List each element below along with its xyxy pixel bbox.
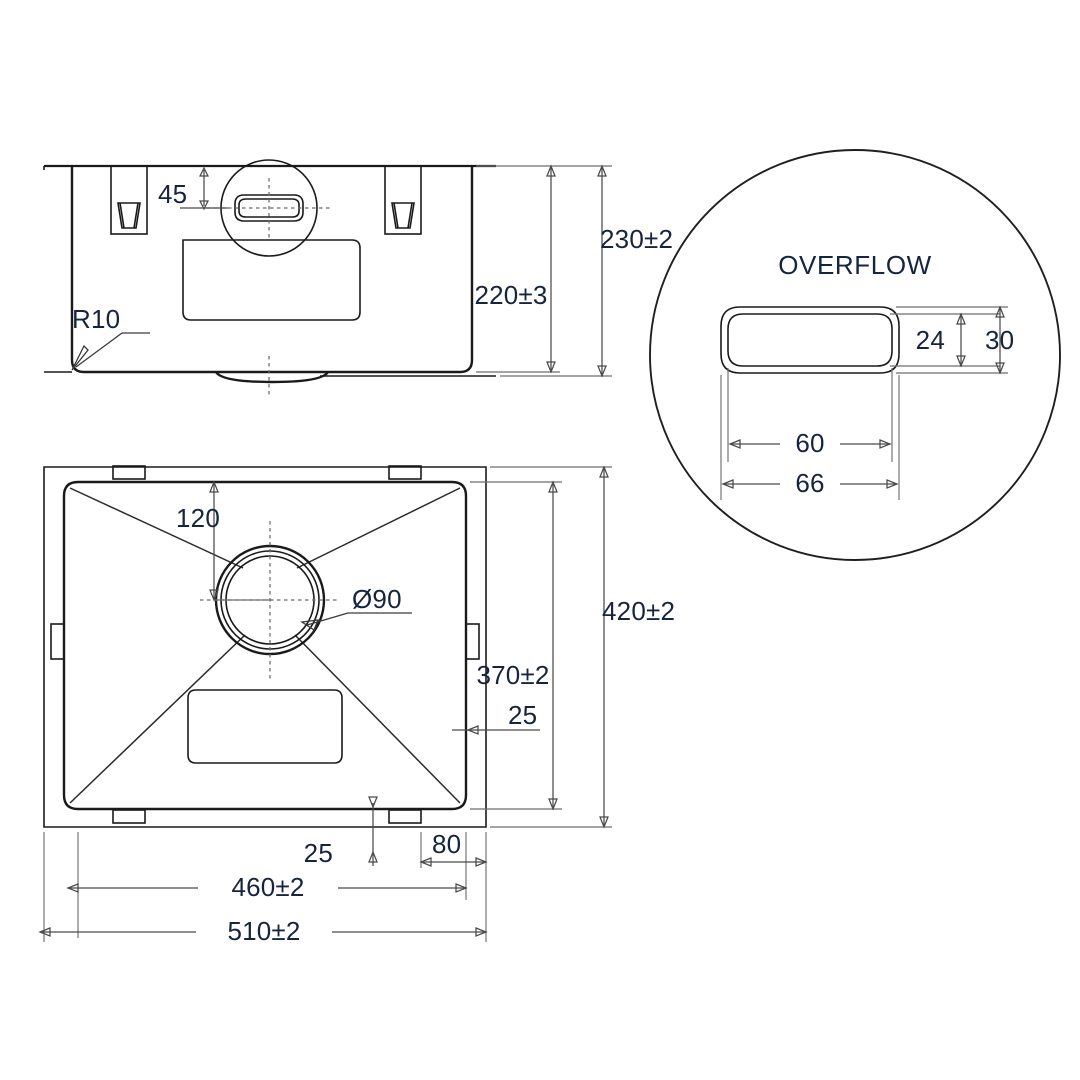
dim-overflow-from-top: 45: [158, 166, 228, 211]
plan-recess-panel: [187, 689, 343, 764]
overflow-detail-circle: [649, 149, 1061, 561]
dim-370-label: 370±2: [476, 660, 549, 690]
dim-bowl-depth-inner: 220±3: [474, 164, 556, 374]
front-elevation-view: 45 R10 220±3 230±2: [43, 159, 673, 398]
overflow-slot-inner: [727, 313, 893, 367]
dim-rim-offset-bottom: 25: [304, 796, 378, 868]
plan-clip-bottom-right: [388, 809, 422, 824]
dim-overflow-inner-width: 60: [728, 428, 892, 460]
dim-clip-offset: 80: [419, 829, 488, 867]
dim-120-label: 120: [176, 503, 220, 533]
dim-overall-height: 420±2: [599, 465, 675, 829]
dim-510-label: 510±2: [227, 916, 300, 946]
dim-overflow-inner-height: 24: [916, 312, 966, 368]
dim-460-label: 460±2: [231, 872, 304, 902]
dim-rim-offset-right: 25: [452, 700, 540, 735]
dim-25-right-label: 25: [508, 700, 537, 730]
front-recess-panel: [182, 239, 361, 321]
plan-outer-rim: [43, 466, 487, 828]
dim-60-label: 60: [795, 428, 824, 458]
overflow-detail-title: OVERFLOW: [778, 250, 932, 280]
dim-diameter-90-label: Ø90: [352, 584, 402, 614]
dim-45-label: 45: [158, 179, 187, 209]
overflow-slot-outer: [720, 306, 900, 374]
plan-clip-top-right: [388, 465, 422, 480]
overflow-detail-view: OVERFLOW 24 30: [649, 149, 1061, 561]
dim-overflow-outer-height: 30: [985, 305, 1014, 375]
front-overflow-slot: [234, 194, 304, 222]
plan-clip-right: [465, 623, 480, 660]
plan-bowl-outline: [62, 480, 468, 811]
dim-r10-label: R10: [72, 304, 120, 334]
plan-clip-left: [50, 623, 65, 660]
dim-drain-from-top: 120: [176, 480, 272, 602]
dim-24-label: 24: [916, 325, 945, 355]
front-mounting-bracket-left: [110, 165, 148, 235]
front-bowl-outline: [70, 166, 474, 374]
dim-bowl-inner-height: 370±2: [476, 480, 558, 811]
dim-80-label: 80: [432, 829, 461, 859]
dim-overall-depth-outer: 230±2: [597, 164, 673, 378]
dim-drain-diameter: Ø90: [300, 584, 412, 631]
dim-bowl-inner-width: 460±2: [66, 872, 468, 904]
plan-clip-bottom-left: [112, 809, 146, 824]
plan-view: 120 Ø90 370±2 420±2: [38, 465, 675, 948]
dim-220-label: 220±3: [474, 280, 547, 310]
plan-clip-top-left: [112, 465, 146, 480]
front-mounting-bracket-right: [384, 165, 422, 235]
dim-25-bottom-label: 25: [304, 838, 333, 868]
dim-30-label: 30: [985, 325, 1014, 355]
dim-corner-radius-r10: R10: [71, 304, 150, 371]
dim-420-label: 420±2: [602, 596, 675, 626]
plan-slope-diagonals: [69, 487, 461, 804]
dim-overflow-outer-width: 66: [721, 468, 899, 500]
dim-overall-width: 510±2: [38, 916, 488, 948]
front-waste-boss: [214, 371, 330, 384]
dim-230-label: 230±2: [600, 224, 673, 254]
dim-66-label: 66: [795, 468, 824, 498]
